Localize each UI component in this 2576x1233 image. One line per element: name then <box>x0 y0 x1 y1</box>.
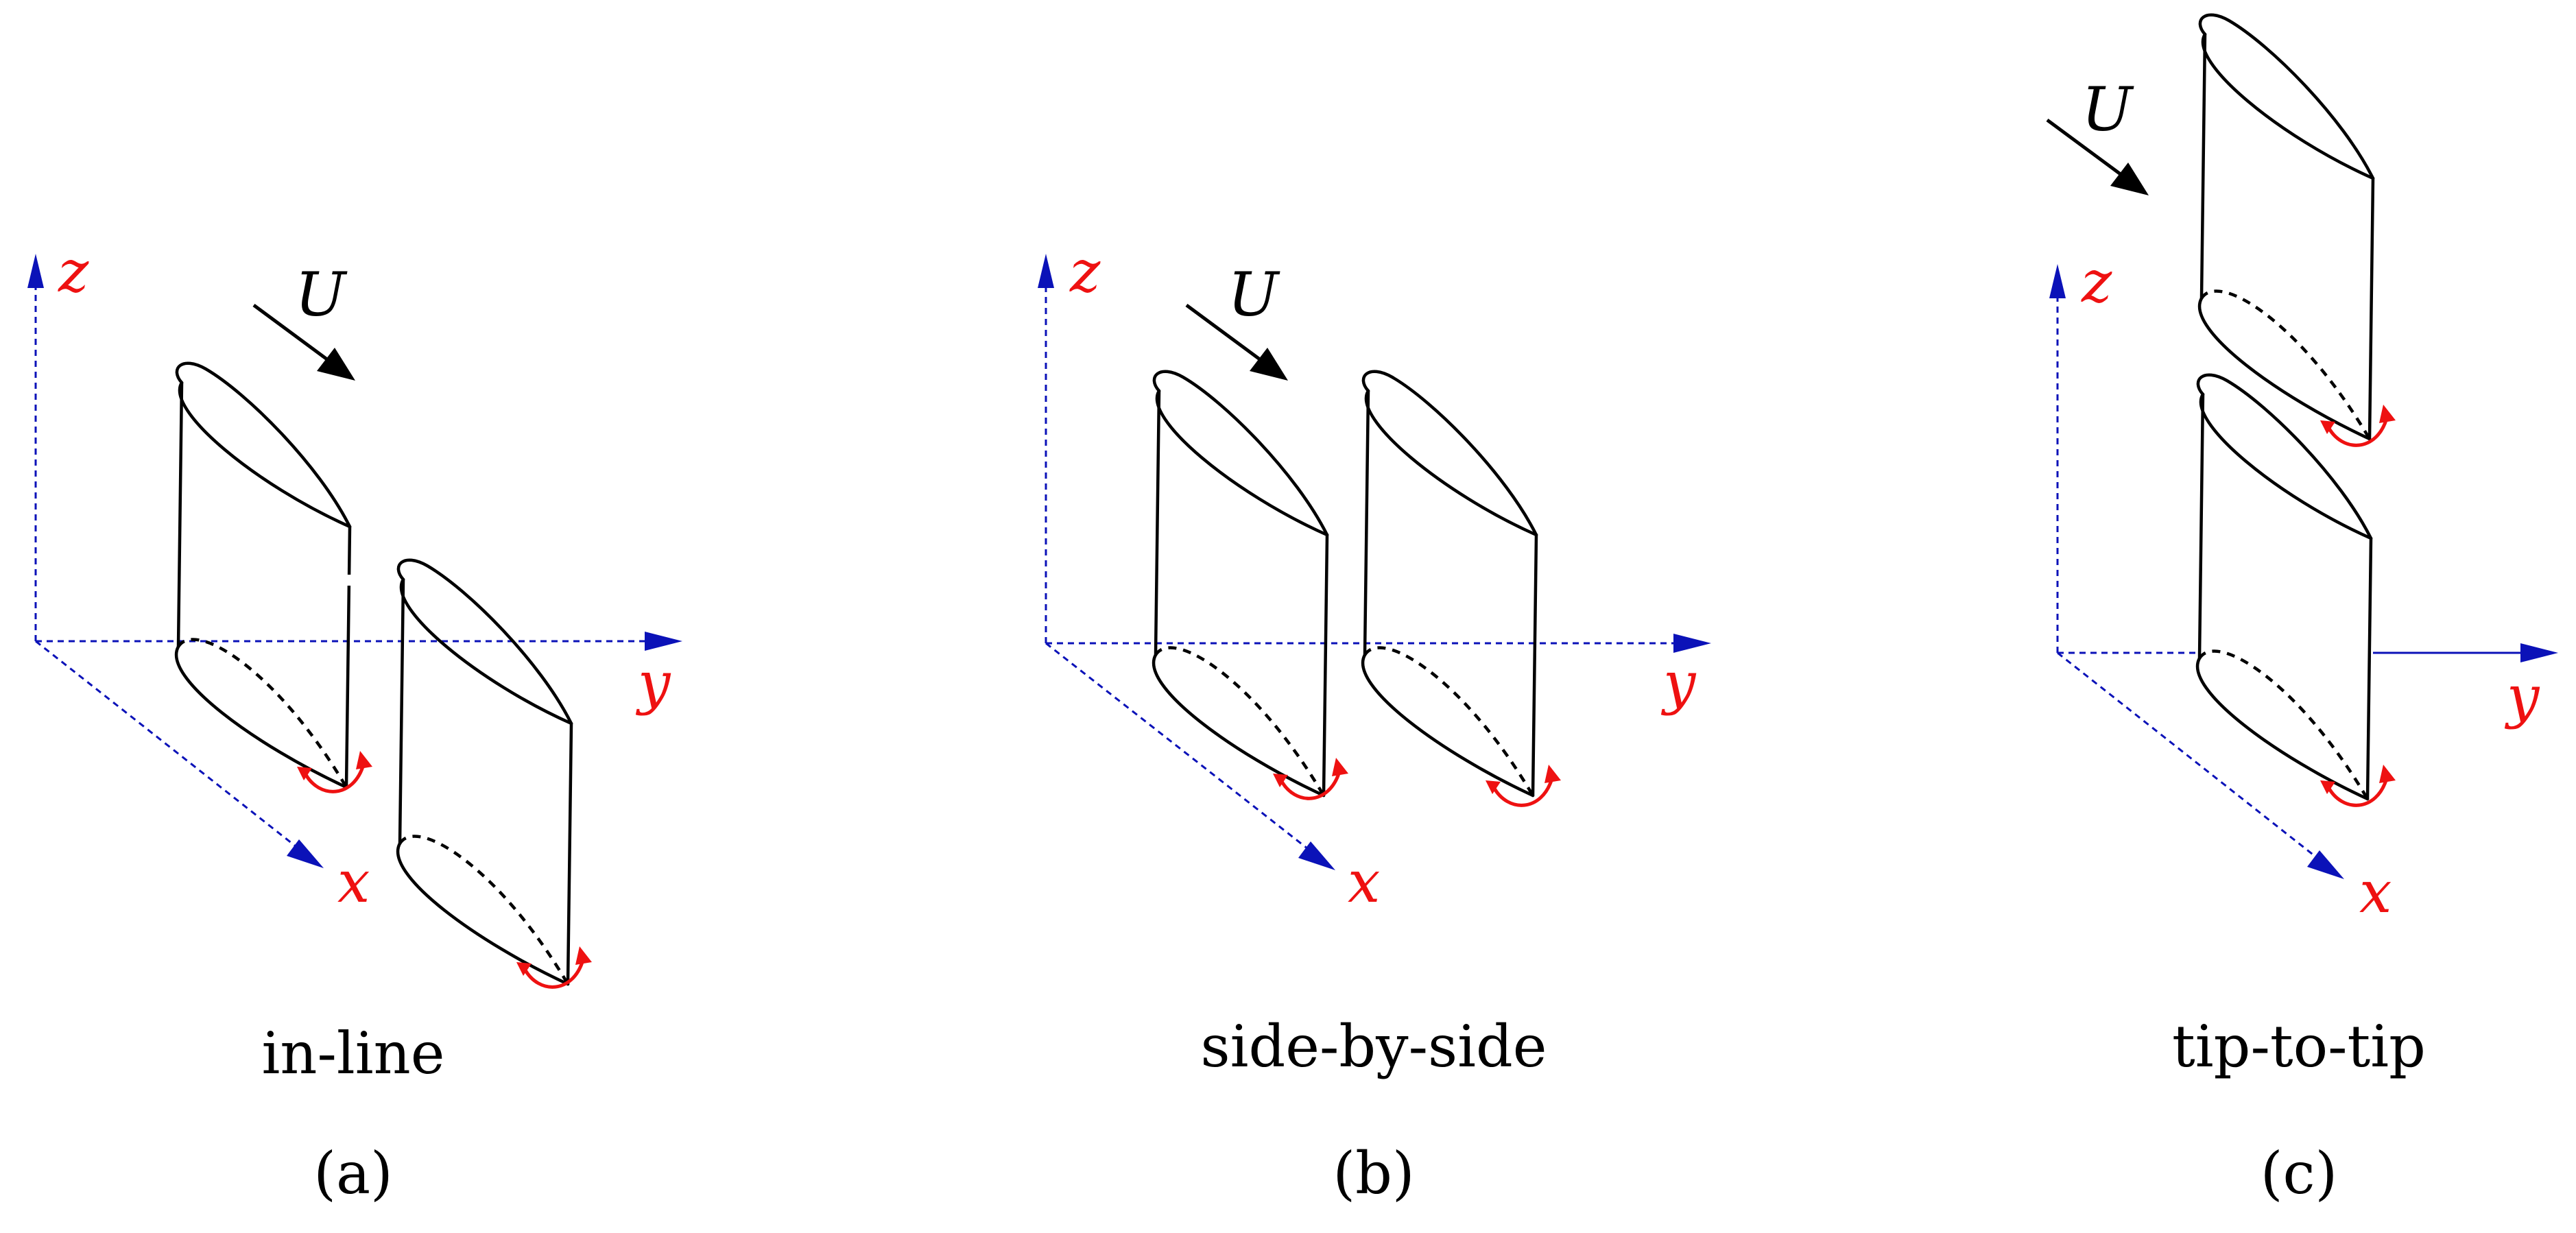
x-axis-arrowhead-c <box>2307 850 2344 879</box>
wing-a-rear <box>398 560 571 984</box>
x-axis-c <box>2057 651 2326 865</box>
panel-label-a: (a) <box>313 1140 393 1207</box>
panel-b: U z y x side-by-side (b) <box>1038 238 1711 1207</box>
rotation-arrow-a-rear <box>516 946 592 987</box>
panel-a: U z y x in-line (a) <box>27 238 682 1207</box>
x-axis-arrowhead-a <box>287 839 324 868</box>
y-label-a: y <box>635 649 671 717</box>
caption-a: in-line <box>262 1020 445 1087</box>
y-axis-arrowhead-a <box>645 632 682 651</box>
y-axis-arrowhead-c <box>2520 643 2558 662</box>
z-label-c: z <box>2081 248 2112 315</box>
panel-label-c: (c) <box>2261 1140 2338 1207</box>
panel-c: U z y x tip-to-tip (c) <box>2047 15 2558 1207</box>
flow-label-b: U <box>1228 259 1280 330</box>
z-axis-arrowhead-a <box>27 254 44 288</box>
y-label-b: y <box>1660 649 1697 717</box>
z-axis-arrowhead-c <box>2049 264 2066 298</box>
rotation-arrow-b-right <box>1486 765 1561 805</box>
x-axis-b <box>1045 642 1317 857</box>
wing-c-upper <box>2199 15 2373 439</box>
flow-label-a: U <box>295 259 348 330</box>
x-axis-arrowhead-b <box>1298 841 1335 870</box>
rotation-arrow-c-upper <box>2320 405 2396 445</box>
wing-b-right <box>1363 372 1536 795</box>
rotation-arrow-b-left <box>1273 758 1348 798</box>
axes-a <box>27 254 682 868</box>
z-label-b: z <box>1069 238 1101 305</box>
y-axis-arrowhead-b <box>1673 634 1711 653</box>
rotation-arrow-a-front <box>297 751 372 791</box>
wing-c-lower <box>2197 375 2371 799</box>
panel-label-b: (b) <box>1333 1140 1414 1207</box>
y-label-c: y <box>2504 663 2540 730</box>
x-label-c: x <box>2359 859 2392 926</box>
axes-c <box>2049 264 2558 879</box>
caption-c: tip-to-tip <box>2172 1013 2426 1080</box>
wing-b-left <box>1154 372 1327 795</box>
caption-b: side-by-side <box>1201 1013 1547 1080</box>
axes-b <box>1038 254 1711 870</box>
x-label-a: x <box>337 848 370 915</box>
x-label-b: x <box>1348 848 1380 915</box>
flow-label-c: U <box>2082 74 2134 145</box>
x-axis-a <box>35 640 306 855</box>
z-axis-arrowhead-b <box>1038 254 1054 288</box>
z-label-a: z <box>58 238 89 305</box>
